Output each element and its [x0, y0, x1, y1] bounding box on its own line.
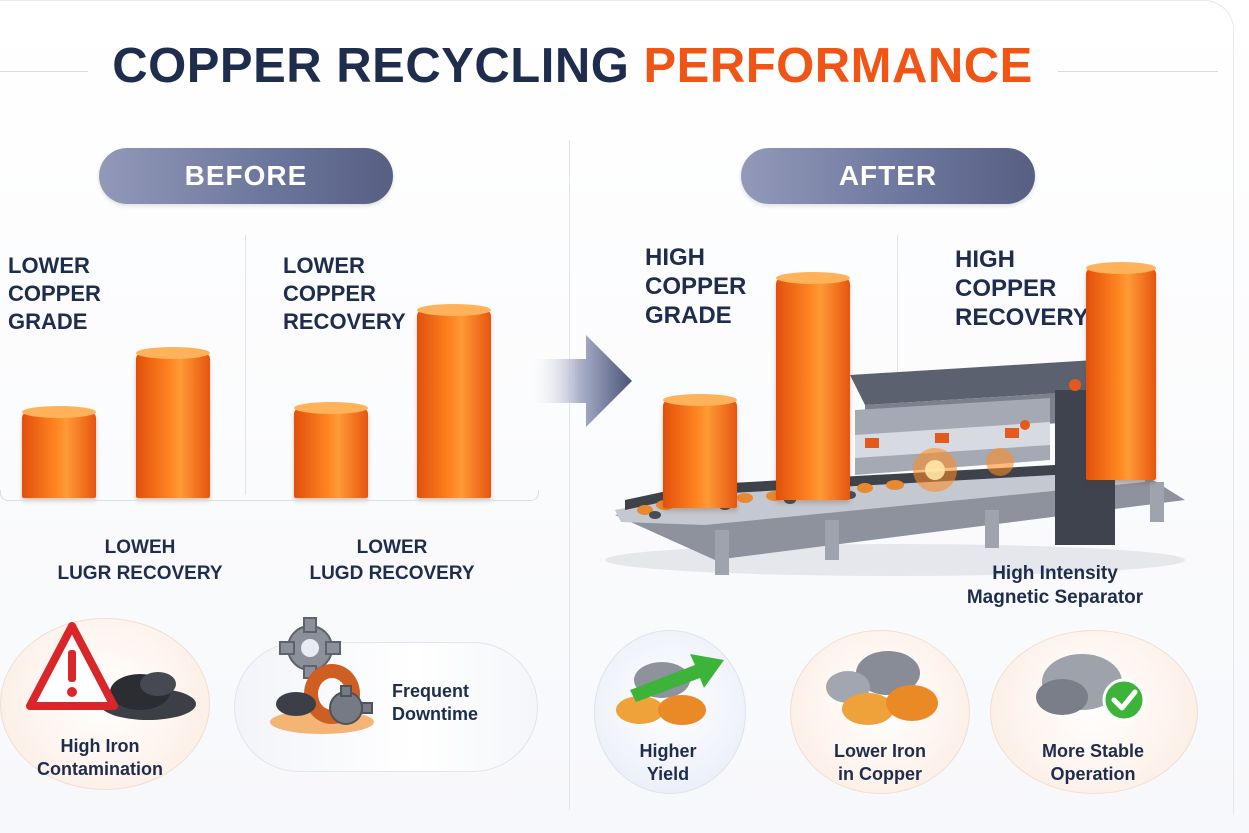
- copper-nugget-icon: [826, 651, 938, 725]
- after-badge-2-text: Lower Iron in Copper: [833, 741, 926, 784]
- before-sublabel-1: LOWEH LUGR RECOVERY: [57, 537, 223, 584]
- before-baseline: [0, 490, 539, 501]
- gear-icon: [270, 617, 374, 734]
- machine-label: High Intensity Magnetic Separator: [966, 563, 1144, 608]
- title-rule-right: [1058, 71, 1218, 72]
- after-pill: AFTER: [741, 148, 1035, 204]
- before-pill: BEFORE: [99, 148, 393, 204]
- after-badge-3-text: More Stable Operation: [1041, 741, 1145, 784]
- after-grade-bar-2: [776, 272, 850, 500]
- before-recovery-bar-2: [417, 304, 491, 498]
- after-recovery-label: HIGH COPPER RECOVERY: [955, 246, 1089, 331]
- before-recovery-label: LOWER COPPER RECOVERY: [283, 253, 406, 334]
- growth-arrow-icon: [616, 654, 724, 725]
- before-chart-divider: [245, 235, 246, 495]
- after-grade-bar-1: [663, 394, 737, 508]
- conveyor-machine-icon: [605, 360, 1185, 576]
- after-badge-1-text: Higher Yield: [639, 741, 697, 784]
- before-badge-1-text: High Iron Contamination: [37, 736, 163, 779]
- after-grade-label: HIGH COPPER GRADE: [645, 244, 747, 329]
- title-part-2: PERFORMANCE: [643, 39, 1033, 93]
- page-title: COPPER RECYCLING PERFORMANCE: [0, 38, 1145, 94]
- warning-icon: [26, 622, 196, 720]
- before-recovery-bar-1: [294, 402, 368, 498]
- after-recovery-bar: [1086, 262, 1156, 480]
- after-chart-divider: [897, 235, 898, 435]
- before-pill-label: BEFORE: [184, 160, 308, 191]
- after-pill-label: AFTER: [838, 160, 938, 191]
- before-badge-2-text: Frequent Downtime: [392, 681, 479, 724]
- title-part-1: COPPER RECYCLING: [112, 39, 630, 93]
- arrow-right-icon: [528, 335, 632, 427]
- before-grade-label: LOWER COPPER GRADE: [8, 253, 101, 334]
- title-rule-left: [0, 71, 88, 72]
- before-sublabel-2: LOWER LUGD RECOVERY: [309, 537, 475, 584]
- section-divider: [569, 140, 570, 810]
- before-grade-bar-2: [136, 347, 210, 498]
- before-grade-bar-1: [22, 406, 96, 498]
- check-icon: [1036, 654, 1146, 722]
